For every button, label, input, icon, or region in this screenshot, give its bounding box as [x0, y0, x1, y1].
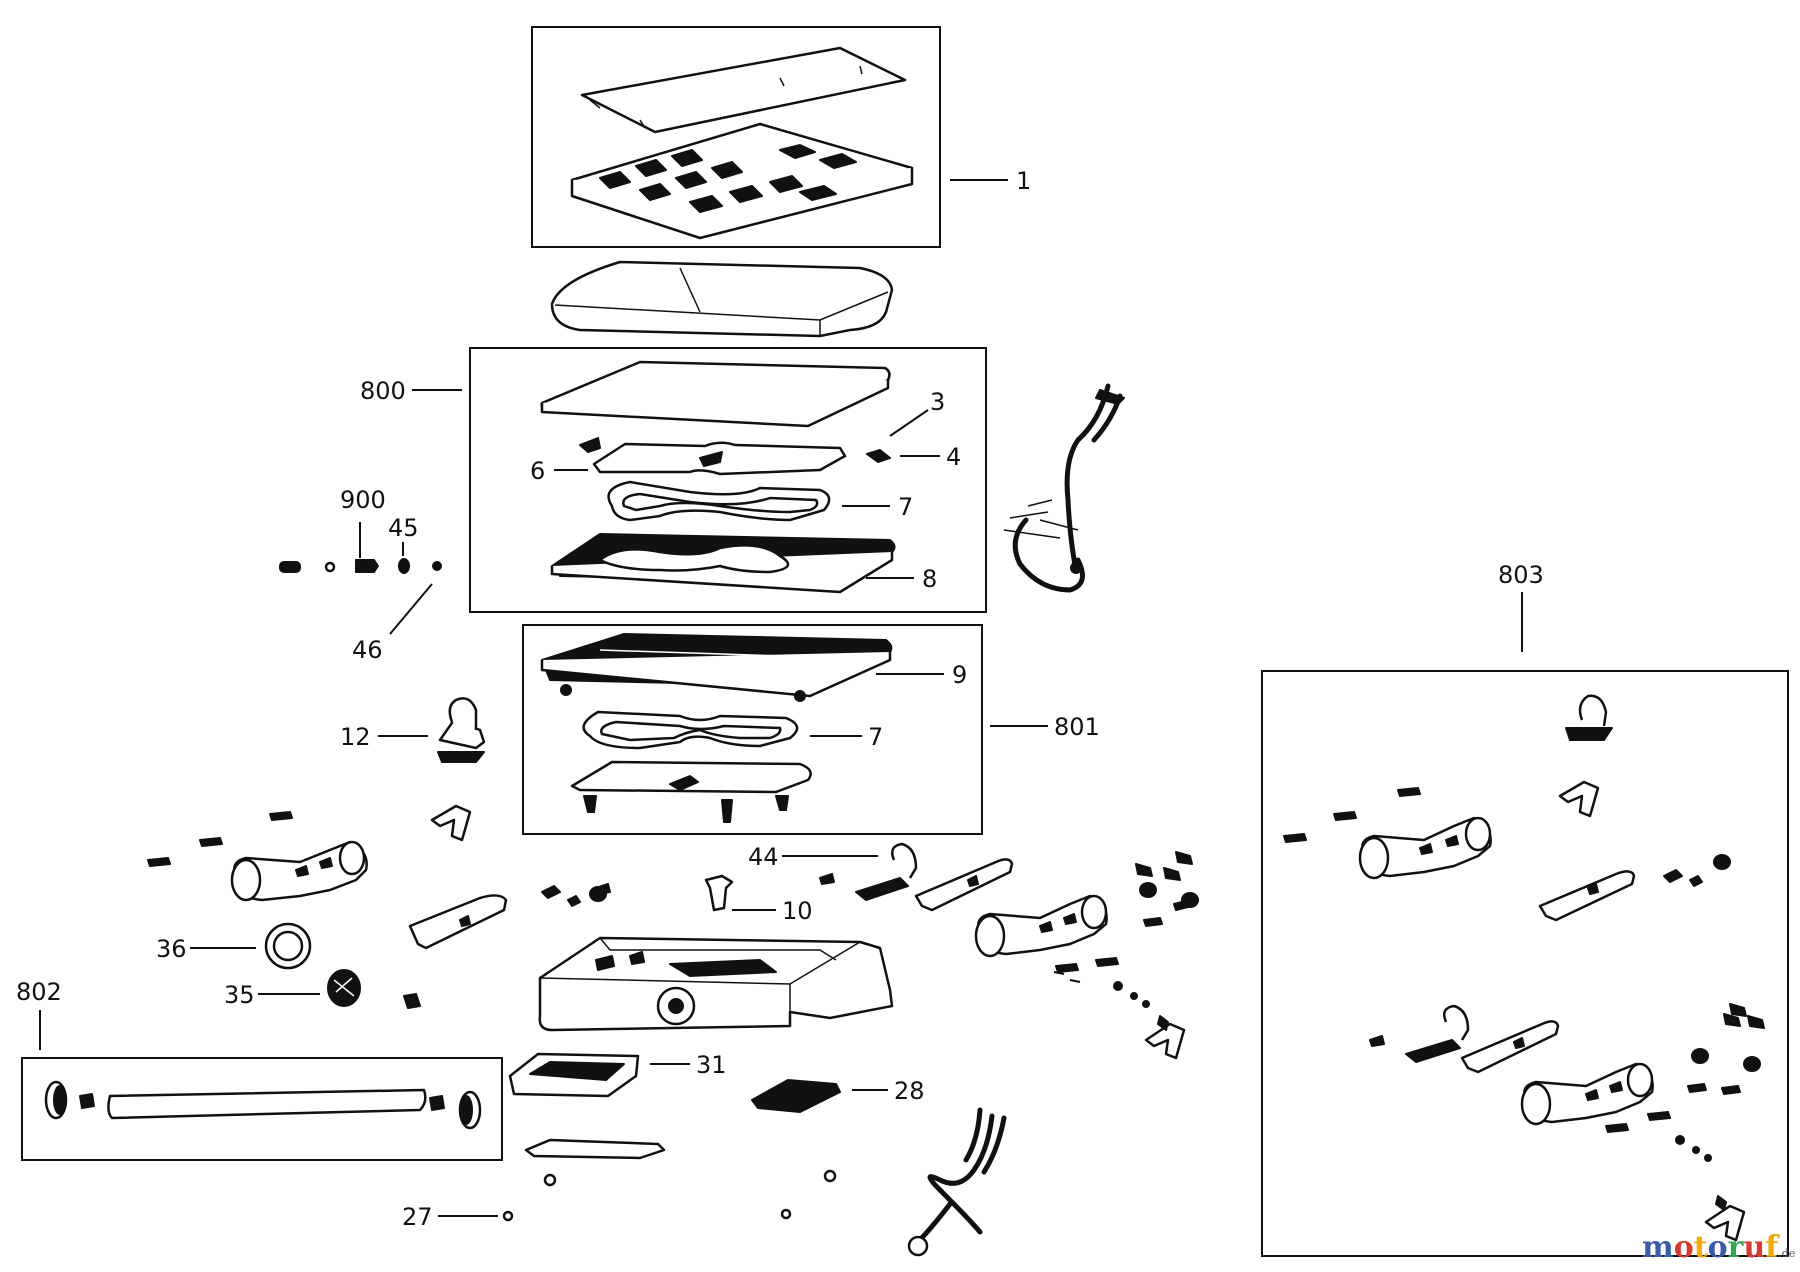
- watermark-letter: m: [1642, 1230, 1674, 1265]
- part-cover-shell: [550, 260, 894, 338]
- label-part-7-upper: 7: [898, 493, 913, 521]
- label-part-45: 45: [388, 514, 419, 542]
- part-actuator-10: [704, 874, 734, 912]
- part-803-hinge-44: [1369, 1004, 1470, 1063]
- label-part-35: 35: [224, 981, 255, 1009]
- label-part-12: 12: [340, 723, 371, 751]
- label-part-27: 27: [402, 1203, 433, 1231]
- group-box-1: [531, 26, 941, 248]
- watermark-letter: r: [1727, 1230, 1744, 1265]
- label-part-801: 801: [1054, 713, 1100, 741]
- watermark-logo: motoruf.de: [1642, 1230, 1795, 1265]
- label-part-44: 44: [748, 843, 779, 871]
- watermark-letter: f: [1765, 1230, 1779, 1265]
- part-strap-27: [502, 1138, 837, 1222]
- label-part-800: 800: [360, 377, 406, 405]
- label-part-3: 3: [930, 388, 945, 416]
- group-box-800: [469, 347, 987, 613]
- part-tie-rod-802: [44, 1080, 482, 1130]
- watermark-letter: o: [1707, 1230, 1728, 1265]
- label-part-7-lower: 7: [868, 723, 883, 751]
- label-part-9: 9: [952, 661, 967, 689]
- label-part-36: 36: [156, 935, 187, 963]
- part-screws-right: [1053, 851, 1199, 1008]
- part-hinge-12: [437, 697, 486, 763]
- part-803-tie-bar-upper: [1538, 854, 1731, 922]
- part-hardware-900-set: [279, 558, 442, 574]
- part-tie-bar-right: [914, 858, 1014, 912]
- part-lid-top: [580, 46, 907, 134]
- label-part-8: 8: [922, 565, 937, 593]
- label-part-803: 803: [1498, 561, 1544, 589]
- part-ring-36: [264, 922, 312, 970]
- label-part-1: 1: [1016, 167, 1031, 195]
- part-803-hinge-top: [1565, 694, 1613, 741]
- group-box-803: [1261, 670, 1789, 1257]
- part-base-housing: [538, 936, 894, 1032]
- part-tie-bar-left: [408, 883, 611, 950]
- part-knob-35: [327, 969, 421, 1009]
- part-803-hinge-arm-lower: [1520, 1062, 1654, 1126]
- label-part-4: 4: [946, 443, 961, 471]
- part-power-cord-lower: [907, 1107, 1007, 1257]
- watermark-letter: t: [1693, 1230, 1708, 1265]
- part-plate-28: [751, 1079, 841, 1113]
- part-hinge-arm-right: [974, 894, 1108, 958]
- part-power-cord-upper: [1003, 383, 1125, 593]
- watermark-suffix: .de: [1778, 1247, 1796, 1260]
- watermark-letter: u: [1743, 1230, 1766, 1265]
- part-heating-element-lower: [582, 710, 799, 750]
- part-803-clip-lower: [1704, 1195, 1746, 1242]
- part-hinge-44: [819, 842, 918, 901]
- part-803-tie-bar-lower: [1460, 1020, 1560, 1074]
- part-803-clip: [1558, 780, 1600, 818]
- part-upper-bracket-6: [579, 437, 891, 476]
- part-grill-plate-9: [540, 633, 893, 702]
- watermark-letter: o: [1673, 1230, 1694, 1265]
- part-top-plate-800: [540, 360, 891, 428]
- part-clip-right-lower: [1144, 1015, 1186, 1060]
- part-803-hinge-arm-upper: [1358, 816, 1492, 880]
- label-part-6: 6: [530, 457, 545, 485]
- part-heating-element-upper: [607, 480, 831, 522]
- part-screws-left: [147, 811, 293, 867]
- group-box-802: [21, 1057, 503, 1161]
- part-grill-plate-8: [550, 533, 896, 594]
- label-part-31: 31: [696, 1051, 727, 1079]
- part-lower-bracket: [570, 760, 812, 823]
- label-part-802: 802: [16, 978, 62, 1006]
- part-clip-left: [430, 804, 472, 842]
- label-part-46: 46: [352, 636, 383, 664]
- part-grill-frame: [570, 122, 914, 240]
- label-part-900: 900: [340, 486, 386, 514]
- part-hinge-arm-left: [230, 840, 368, 902]
- label-part-10: 10: [782, 897, 813, 925]
- group-box-801: [522, 624, 983, 835]
- part-803-screws-lower: [1605, 1003, 1765, 1162]
- leader-lines: [39, 179, 1523, 1217]
- label-part-28: 28: [894, 1077, 925, 1105]
- part-803-screws-upper: [1283, 787, 1421, 843]
- part-drip-tray-31: [508, 1052, 640, 1098]
